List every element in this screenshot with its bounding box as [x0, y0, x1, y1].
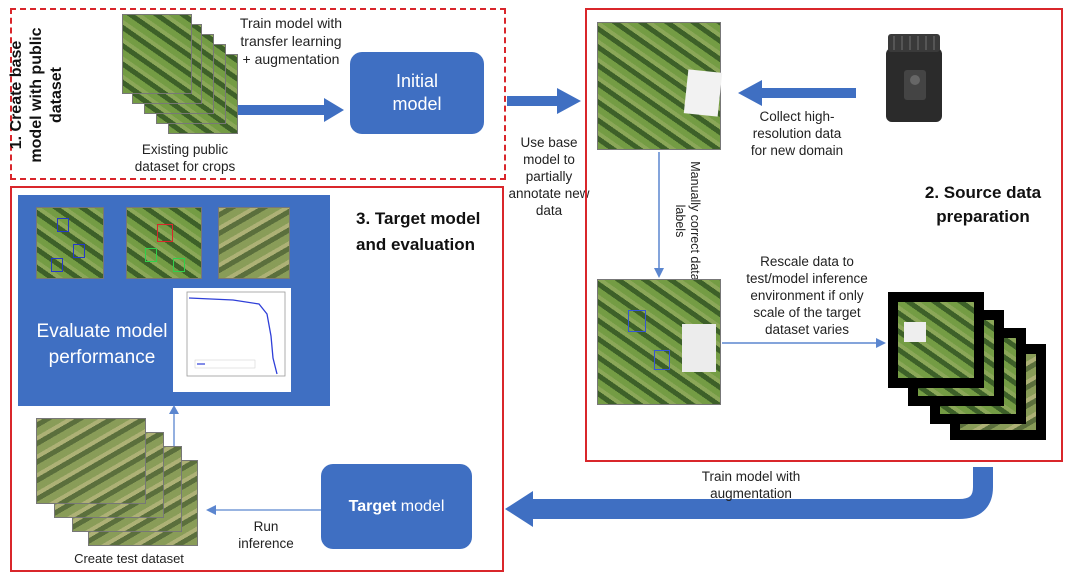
target-model-rest: model	[396, 497, 445, 515]
correct-label: Manually correct data labels	[673, 161, 702, 281]
annotation-box	[628, 310, 646, 332]
field-photo-annotated	[597, 279, 721, 405]
rescaled-stack	[888, 292, 1048, 442]
run-inference-label: Run inference	[238, 519, 294, 551]
rescale-label: Rescale data to test/model inference env…	[746, 254, 868, 337]
target-model-box: Target model	[321, 464, 472, 549]
field-photo-top	[597, 22, 723, 150]
test-dataset-label: Create test dataset	[74, 551, 184, 566]
initial-model-label: Initial model	[392, 71, 442, 114]
test-image	[36, 418, 146, 504]
step1-box	[10, 8, 506, 180]
step2-box	[585, 8, 1063, 462]
evaluate-label: Evaluate model performance	[36, 321, 168, 368]
precision-recall-plot	[173, 288, 291, 392]
annotate-label: Use base model to partially annotate new…	[508, 135, 590, 218]
train-augmentation-arrow	[505, 467, 993, 527]
dataset-label: Existing public dataset for crops	[134, 142, 236, 174]
calibration-card	[682, 324, 716, 372]
camera-device-icon	[878, 30, 952, 126]
collect-arrow	[738, 80, 856, 106]
initial-model-box: Initial model	[350, 52, 484, 134]
to-step2-arrow	[507, 88, 581, 114]
eval-image-raw	[218, 207, 290, 279]
transfer-learning-label: Train model with transfer learning + aug…	[239, 15, 343, 67]
step3-box	[10, 186, 504, 572]
camera-device-icon	[886, 34, 942, 122]
step2-title: 2. Source data preparation	[924, 183, 1042, 226]
evaluation-panel: Evaluate model performance	[18, 195, 330, 406]
step3-title: 3. Target model and evaluation	[356, 209, 481, 254]
rescaled-image	[888, 292, 984, 388]
public-dataset-stack	[122, 14, 242, 138]
annotation-box	[654, 350, 670, 370]
target-model-bold: Target	[348, 497, 397, 515]
collect-label: Collect high-resolution data for new dom…	[750, 109, 844, 158]
eval-image-predictions	[126, 207, 202, 279]
dataset-image	[122, 14, 192, 94]
calibration-card	[683, 69, 723, 117]
to-evaluation-arrow	[169, 405, 179, 448]
test-dataset-stack	[36, 418, 206, 548]
step1-title: 1. Create base model with public dataset	[8, 27, 65, 163]
run-inference-arrow	[206, 505, 322, 515]
train-augmentation-label: Train model with augmentation	[701, 469, 808, 501]
eval-image-ground-truth	[36, 207, 104, 279]
correct-arrow	[654, 152, 664, 278]
train-arrow	[238, 98, 344, 122]
rescale-arrow	[722, 338, 886, 348]
